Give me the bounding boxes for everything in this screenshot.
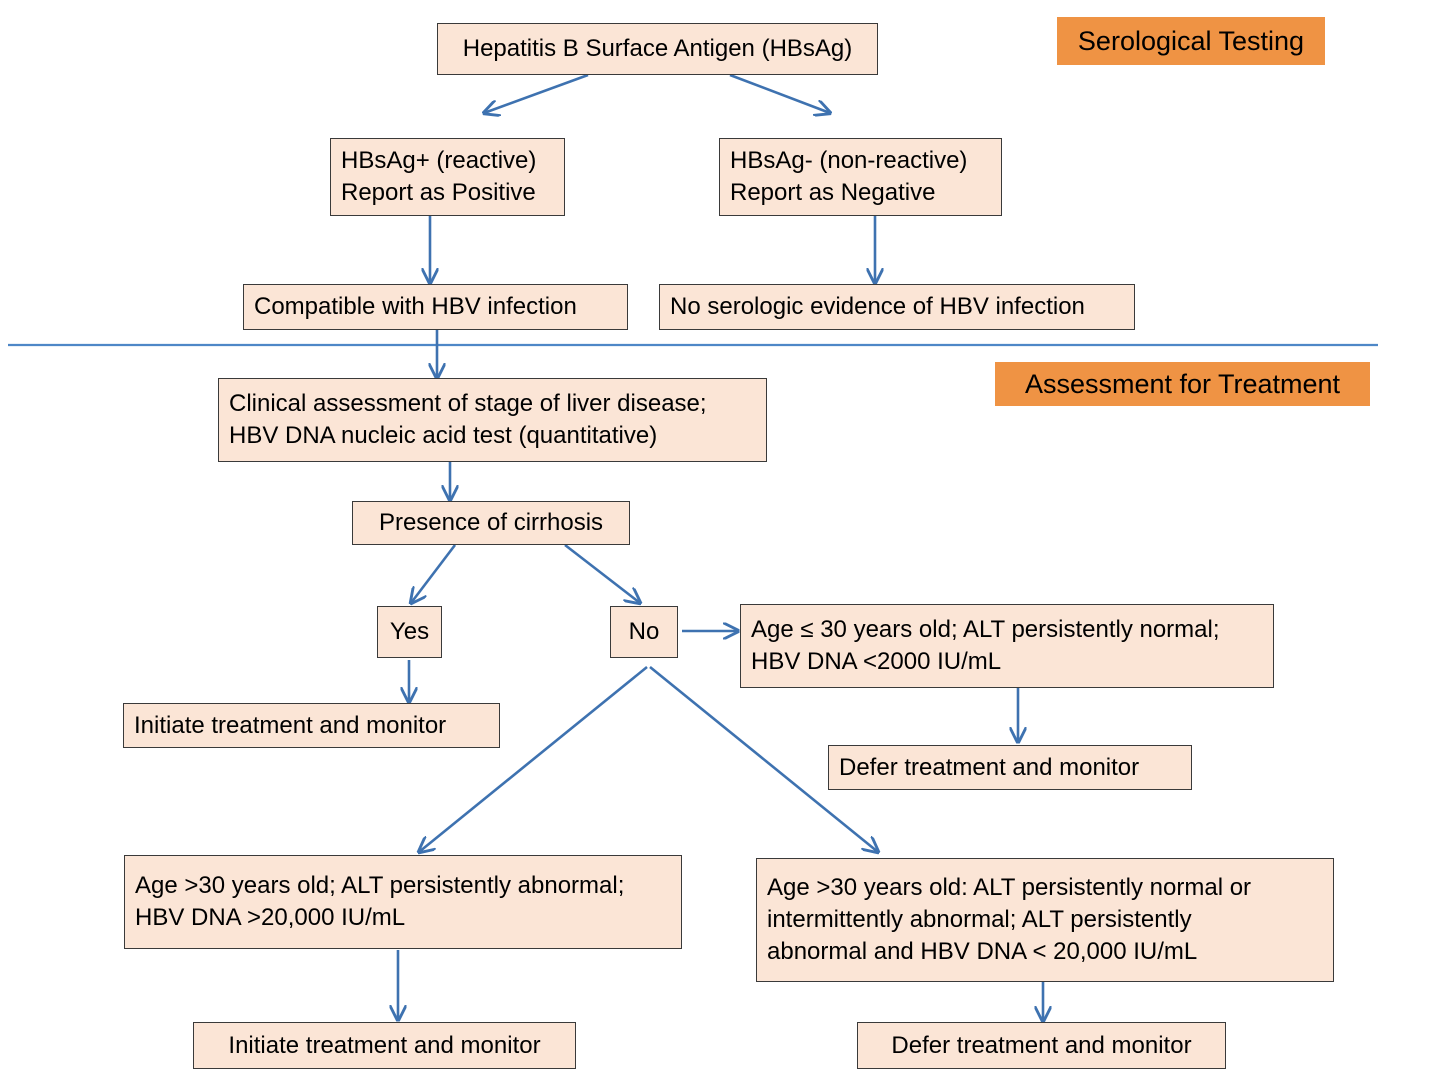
banner-assessment-for-treatment: Assessment for Treatment [995,362,1370,406]
banner-serological-testing-label: Serological Testing [1077,25,1305,56]
node-clinical-assessment[interactable]: Clinical assessment of stage of liver di… [218,378,767,462]
node-initiate-treatment-over-30[interactable]: Initiate treatment and monitor [193,1022,576,1069]
node-compatible-hbv[interactable]: Compatible with HBV infection [243,284,628,330]
wire-hbsag-to-negative [729,73,830,113]
node-hbsag-test[interactable]: Hepatitis B Surface Antigen (HBsAg) [437,23,878,75]
wire-cirrhosis-to-no [564,543,640,603]
wire-no-to-over30-abnormal [419,665,648,852]
node-hbsag-positive[interactable]: HBsAg+ (reactive) Report as Positive [330,138,565,216]
node-defer-treatment-under-30[interactable]: Defer treatment and monitor [828,745,1192,790]
node-cirrhosis-yes[interactable]: Yes [377,606,442,658]
node-criteria-age-over-30-normal[interactable]: Age >30 years old: ALT persistently norm… [756,858,1334,982]
node-hbsag-negative[interactable]: HBsAg- (non-reactive) Report as Negative [719,138,1002,216]
node-criteria-age-over-30-abnormal[interactable]: Age >30 years old; ALT persistently abno… [124,855,682,949]
banner-serological-testing: Serological Testing [1057,17,1325,65]
node-criteria-age-under-30[interactable]: Age ≤ 30 years old; ALT persistently nor… [740,604,1274,688]
wire-cirrhosis-to-yes [411,544,457,603]
node-defer-treatment-over-30[interactable]: Defer treatment and monitor [857,1022,1226,1069]
wire-hbsag-to-positive [484,73,589,113]
banner-assessment-for-treatment-label: Assessment for Treatment [1024,368,1341,399]
node-initiate-treatment-cirrhosis[interactable]: Initiate treatment and monitor [123,703,500,748]
node-presence-of-cirrhosis[interactable]: Presence of cirrhosis [352,501,630,545]
node-cirrhosis-no[interactable]: No [610,606,678,658]
node-no-serologic-evidence[interactable]: No serologic evidence of HBV infection [659,284,1135,330]
